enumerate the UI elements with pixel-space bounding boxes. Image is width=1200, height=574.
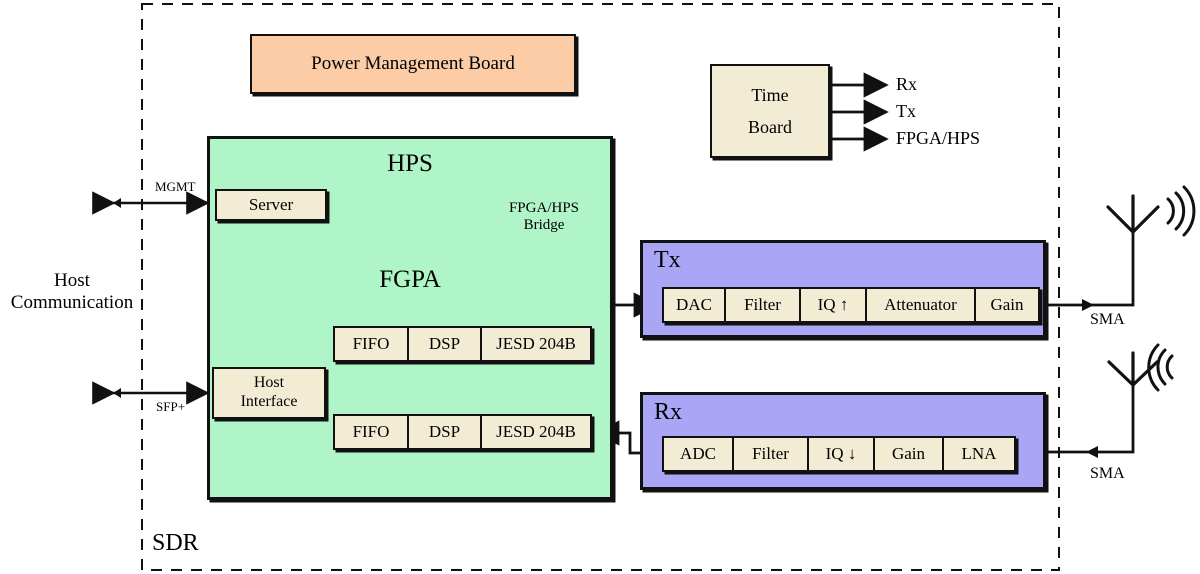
time-board-line1: Time	[751, 84, 789, 105]
fpga-hps-bridge-label: FPGA/HPS Bridge	[484, 200, 604, 235]
time-board-output-fpga-hps: FPGA/HPS	[896, 128, 981, 148]
tx-output-line	[1040, 232, 1135, 307]
host-communication-label: Host Communication	[6, 270, 138, 314]
mgmt-connector	[92, 191, 210, 215]
tx-gain-block: Gain	[974, 287, 1040, 323]
tx-dac-block: DAC	[662, 287, 726, 323]
tx-board-title: Tx	[654, 247, 681, 273]
rx-adc-block: ADC	[662, 436, 734, 472]
rx-rf-chain: ADC Filter IQ ↓ Gain LNA	[662, 436, 1016, 472]
time-board-output-arrows	[832, 72, 889, 152]
time-board: Time Board	[710, 64, 830, 158]
host-interface-line1: Host	[253, 374, 285, 392]
bridge-label-line2: Bridge	[523, 217, 565, 234]
sfpp-interface-label: SFP+	[156, 399, 186, 414]
hps-title: HPS	[387, 150, 433, 177]
rx-fifo-block: FIFO	[333, 414, 409, 450]
host-interface-line2: Interface	[240, 393, 298, 410]
server-block: Server	[215, 189, 327, 221]
bridge-label-line1: FPGA/HPS	[508, 200, 580, 216]
rx-filter-block: Filter	[731, 436, 810, 472]
tx-dsp-block: DSP	[406, 326, 483, 362]
tx-sma-connector-label: SMA	[1090, 311, 1125, 328]
rx-sma-connector-label: SMA	[1090, 465, 1125, 482]
fpga-title: FGPA	[379, 266, 441, 293]
rx-radiation-waves	[1147, 343, 1174, 392]
rx-jesd204b-block: JESD 204B	[480, 414, 592, 450]
rx-gain-block: Gain	[872, 436, 945, 472]
tx-radiation-waves	[1166, 185, 1196, 237]
rx-input-line	[1040, 385, 1135, 454]
host-interface-block: Host Interface	[212, 367, 326, 419]
time-board-output-tx: Tx	[896, 101, 916, 121]
tx-output-arrowhead	[1082, 299, 1094, 311]
tx-rf-chain: DAC Filter IQ ↑ Attenuator Gain	[662, 287, 1040, 323]
rx-antenna-icon	[1107, 351, 1159, 387]
fpga-tx-datapath: FIFO DSP JESD 204B	[333, 326, 592, 362]
mgmt-interface-label: MGMT	[155, 179, 196, 194]
tx-filter-block: Filter	[723, 287, 802, 323]
tx-iq-upconvert-block: IQ ↑	[799, 287, 867, 323]
sdr-boundary-label: SDR	[152, 530, 199, 556]
host-communication-line2: Communication	[10, 291, 134, 313]
sfpp-connector	[92, 381, 210, 405]
power-management-board: Power Management Board	[250, 34, 576, 94]
rx-lna-block: LNA	[942, 436, 1016, 472]
time-board-line2: Board	[748, 117, 792, 137]
tx-fifo-block: FIFO	[333, 326, 409, 362]
rx-input-arrowhead	[1086, 446, 1098, 458]
rx-board-title: Rx	[654, 399, 683, 425]
tx-attenuator-block: Attenuator	[864, 287, 977, 323]
fpga-rx-datapath: FIFO DSP JESD 204B	[333, 414, 592, 450]
host-communication-line1: Host	[54, 270, 90, 291]
tx-antenna-icon	[1106, 194, 1160, 234]
rx-iq-downconvert-block: IQ ↓	[807, 436, 875, 472]
time-board-output-rx: Rx	[896, 74, 918, 94]
tx-jesd204b-block: JESD 204B	[480, 326, 592, 362]
rx-dsp-block: DSP	[406, 414, 483, 450]
